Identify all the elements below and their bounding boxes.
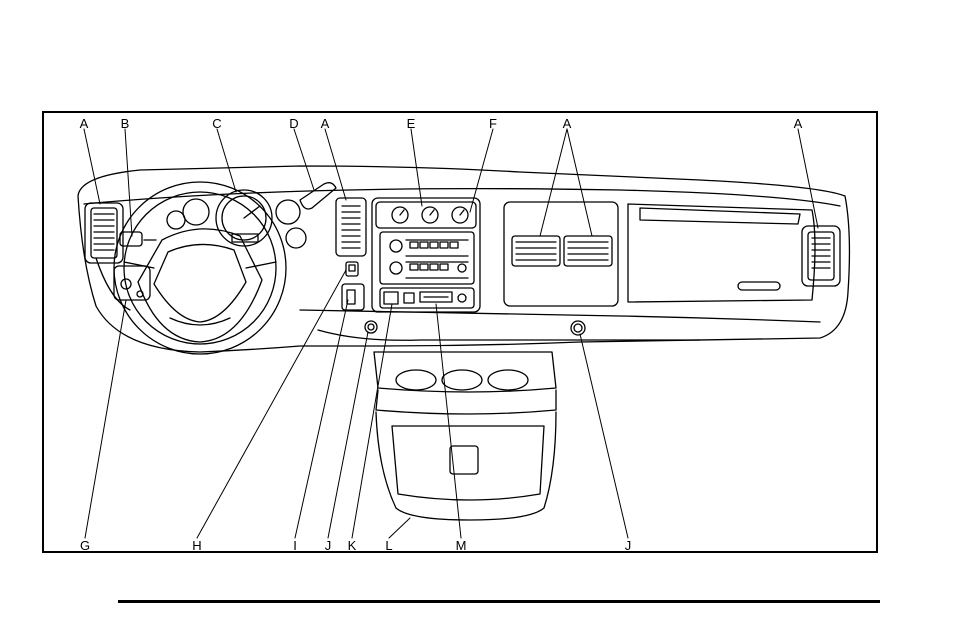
callout-m: M bbox=[456, 538, 467, 553]
center-console bbox=[374, 352, 556, 520]
glove-box bbox=[628, 204, 815, 302]
left-outer-air-vent bbox=[85, 203, 123, 263]
callout-d: D bbox=[289, 116, 298, 131]
callout-j: J bbox=[625, 538, 632, 553]
callout-l: L bbox=[385, 538, 392, 553]
callout-a: A bbox=[80, 116, 89, 131]
steering-wheel bbox=[114, 182, 286, 354]
switch-h bbox=[346, 262, 358, 276]
callout-f: F bbox=[489, 116, 497, 131]
callout-h: H bbox=[192, 538, 201, 553]
center-stack bbox=[372, 198, 480, 312]
left-control-cluster bbox=[120, 232, 156, 246]
right-outer-air-vent bbox=[802, 226, 840, 286]
callout-g: G bbox=[80, 538, 90, 553]
callout-j: J bbox=[325, 538, 332, 553]
leader-lines bbox=[84, 129, 818, 538]
footer-rule bbox=[118, 600, 880, 603]
callout-i: I bbox=[293, 538, 297, 553]
callout-k: K bbox=[348, 538, 357, 553]
power-outlets bbox=[365, 321, 585, 335]
callout-a: A bbox=[794, 116, 803, 131]
callout-e: E bbox=[407, 116, 416, 131]
callout-b: B bbox=[121, 116, 130, 131]
center-air-vents bbox=[504, 202, 618, 306]
callout-a: A bbox=[563, 116, 572, 131]
turn-signal-lever bbox=[300, 183, 336, 209]
callout-c: C bbox=[212, 116, 221, 131]
center-left-air-vent bbox=[336, 198, 366, 256]
switch-i bbox=[342, 284, 364, 310]
callout-a: A bbox=[321, 116, 330, 131]
instrument-cluster bbox=[167, 190, 306, 248]
